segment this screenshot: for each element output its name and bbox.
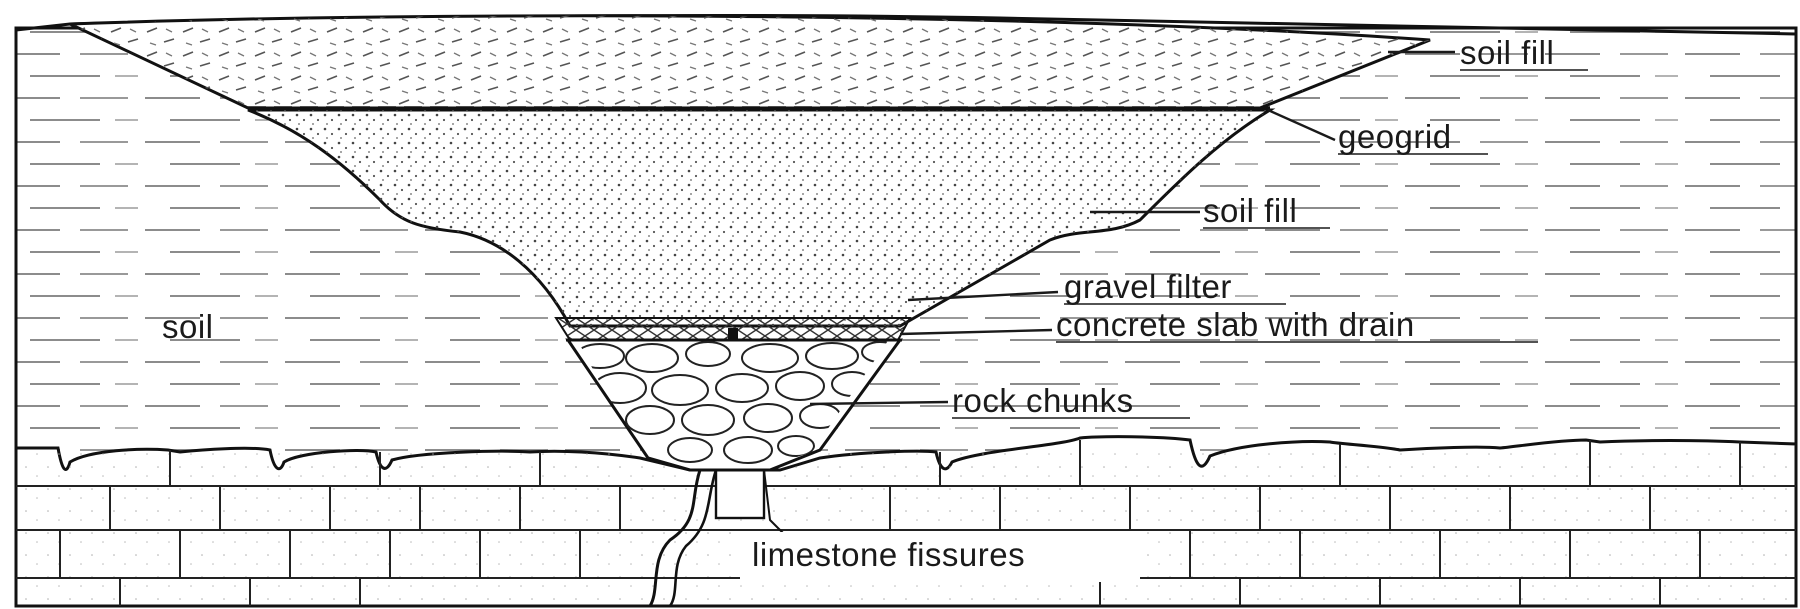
label-geogrid: geogrid <box>1338 118 1452 155</box>
label-limestone-fissures: limestone fissures <box>752 536 1025 573</box>
label-soil: soil <box>162 308 214 345</box>
label-soil-fill-top: soil fill <box>1460 34 1554 71</box>
label-gravel-filter: gravel filter <box>1064 268 1232 305</box>
label-rock-chunks: rock chunks <box>952 382 1134 419</box>
label-soil-fill-mid: soil fill <box>1203 192 1297 229</box>
label-concrete-slab: concrete slab with drain <box>1056 306 1415 343</box>
